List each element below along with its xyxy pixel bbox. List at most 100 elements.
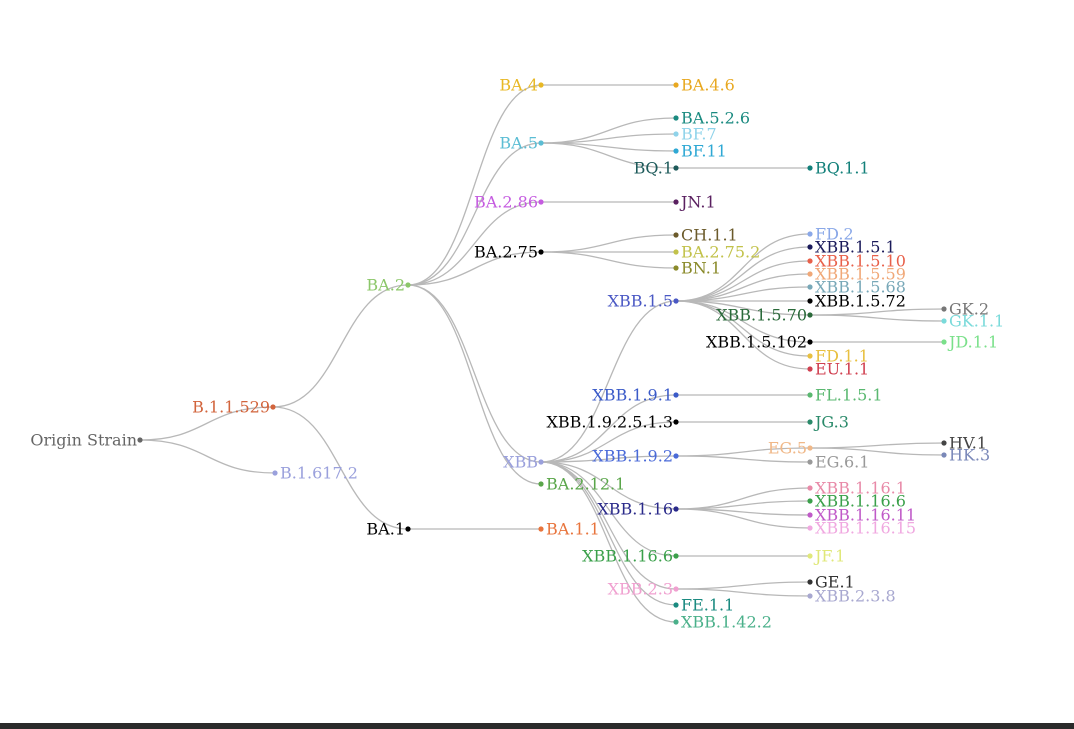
node-ba1: BA.1 (366, 520, 411, 539)
node-dot (807, 525, 813, 531)
node-dot (941, 318, 947, 324)
node-dot (538, 459, 544, 465)
node-label: CH.1.1 (681, 226, 738, 245)
edge-xbb15-eu11 (675, 300, 811, 370)
node-label: EG.6.1 (815, 453, 869, 472)
edge-ba5-bq1 (540, 142, 677, 169)
node-dot (673, 82, 679, 88)
node-label: XBB.1.9.1 (592, 386, 673, 405)
node-gk11: GK.1.1 (941, 312, 1004, 331)
node-dot (270, 404, 276, 410)
node-label: XBB.1.5.59 (815, 265, 906, 284)
node-xbb1161: XBB.1.16.1 (807, 479, 906, 498)
node-eg61: EG.6.1 (807, 453, 869, 472)
node-ba11: BA.1.1 (538, 520, 600, 539)
node-label: JF.1 (813, 547, 845, 566)
edge-xbb-xbb1422 (540, 461, 677, 623)
node-xbb11615: XBB.1.16.15 (807, 519, 916, 538)
node-dot (807, 485, 813, 491)
node-label: GE.1 (815, 573, 855, 592)
node-xbb19251: XBB.1.9.2.5.1.3 (547, 413, 679, 432)
node-dot (538, 82, 544, 88)
node-dot (538, 249, 544, 255)
node-xbb1166b: XBB.1.16.6 (582, 547, 679, 566)
node-xbb11611: XBB.1.16.11 (807, 506, 916, 525)
node-dot (673, 199, 679, 205)
node-dot (673, 419, 679, 425)
edge-eg5-hv1 (809, 442, 945, 449)
node-label: BF.11 (681, 142, 727, 161)
node-label: XBB.1.9.2 (592, 447, 673, 466)
tree-nodes: Origin StrainB.1.1.529B.1.617.2BA.2BA.1B… (30, 76, 1004, 632)
node-label: BA.2.75 (474, 243, 538, 262)
node-label: BA.1.1 (546, 520, 600, 539)
edge-origin-b16172 (139, 439, 276, 474)
node-xbb1570: XBB.1.5.70 (716, 306, 813, 325)
node-label: FD.1.1 (815, 347, 869, 366)
edge-xbb-xbb116 (540, 461, 677, 510)
node-label: GK.1.1 (949, 312, 1004, 331)
node-dot (538, 140, 544, 146)
node-dot (941, 306, 947, 312)
node-dot (673, 232, 679, 238)
node-label: BN.1 (681, 259, 721, 278)
node-b16172: B.1.617.2 (272, 464, 358, 483)
node-dot (405, 282, 411, 288)
node-xbb1510: XBB.1.5.10 (807, 252, 906, 271)
node-ba2121: BA.2.12.1 (538, 475, 625, 494)
node-dot (807, 298, 813, 304)
node-dot (941, 452, 947, 458)
edge-xbb1570-gk11 (809, 314, 945, 322)
edge-xbb15-xbb1570 (675, 300, 811, 316)
node-label: Origin Strain (30, 431, 137, 450)
node-xbb151: XBB.1.5.1 (807, 238, 896, 257)
node-bq1: BQ.1 (634, 159, 679, 178)
node-label: XBB.1.5.72 (815, 292, 906, 311)
node-dot (673, 506, 679, 512)
node-dot (807, 258, 813, 264)
node-label: BA.2.75.2 (681, 243, 760, 262)
node-origin: Origin Strain (30, 431, 143, 450)
edge-ba275-bn1 (540, 251, 677, 269)
node-bq11: BQ.1.1 (807, 159, 870, 178)
node-dot (673, 165, 679, 171)
node-label: BA.4.6 (681, 76, 735, 95)
node-dot (673, 392, 679, 398)
node-xbb1559: XBB.1.5.59 (807, 265, 906, 284)
node-dot (807, 445, 813, 451)
node-dot (673, 553, 679, 559)
node-dot (405, 526, 411, 532)
edge-ba2-ba286 (407, 201, 542, 286)
node-ba526: BA.5.2.6 (673, 109, 750, 128)
node-ba2752: BA.2.75.2 (673, 243, 760, 262)
node-label: XBB.1.5.1 (815, 238, 896, 257)
node-dot (807, 366, 813, 372)
node-xbb116: XBB.1.16 (597, 500, 679, 519)
node-dot (807, 579, 813, 585)
node-xbb: XBB (503, 453, 544, 472)
node-dot (807, 231, 813, 237)
node-label: FE.1.1 (681, 596, 734, 615)
edge-ba2-ba275 (407, 251, 542, 286)
node-label: BA.2 (366, 276, 405, 295)
edge-xbb23-xbb238 (675, 588, 811, 597)
node-xbb15: XBB.1.5 (608, 292, 679, 311)
node-label: BA.1 (366, 520, 405, 539)
node-label: BA.4 (499, 76, 538, 95)
node-dot (673, 249, 679, 255)
tree-edges (139, 84, 945, 623)
node-label: FD.2 (815, 225, 854, 244)
node-xbb15102: XBB.1.5.102 (706, 333, 813, 352)
node-label: XBB.1.16.6 (815, 492, 906, 511)
node-dot (807, 419, 813, 425)
node-label: JG.3 (813, 413, 849, 432)
node-jg3: JG.3 (807, 413, 849, 432)
node-label: EU.1.1 (815, 360, 869, 379)
node-fl151: FL.1.5.1 (807, 386, 883, 405)
node-label: XBB.1.16.1 (815, 479, 906, 498)
edge-xbb-xbb191 (540, 394, 677, 463)
edge-ba2-xbb (407, 284, 542, 463)
node-dot (807, 353, 813, 359)
node-dot (673, 586, 679, 592)
